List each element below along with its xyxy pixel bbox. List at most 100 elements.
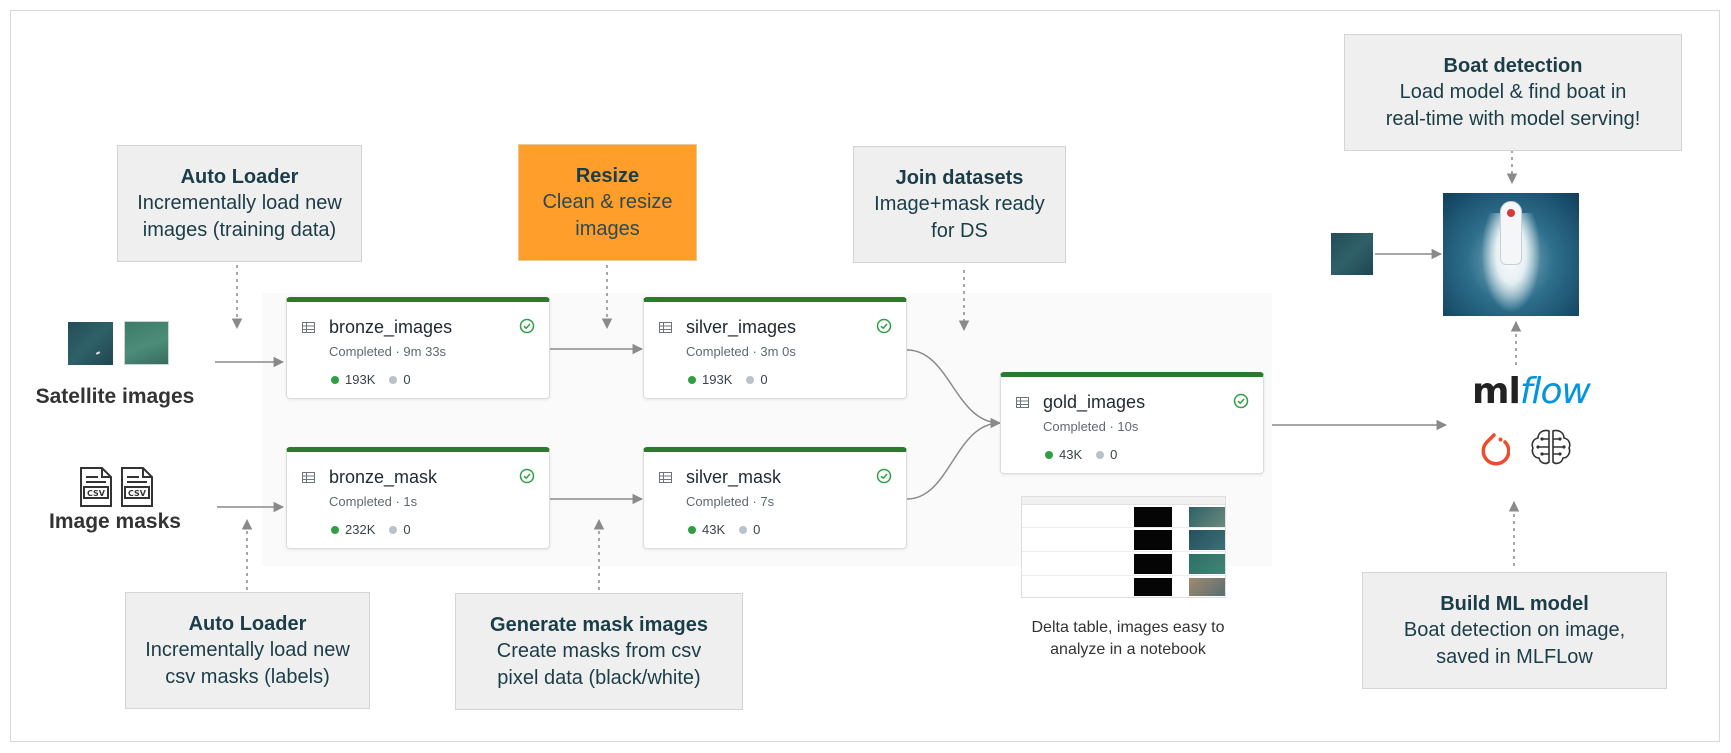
preview-mask xyxy=(1134,554,1172,574)
note-line: images xyxy=(575,217,640,240)
note-line: csv masks (labels) xyxy=(165,665,330,688)
node-name: bronze_images xyxy=(329,317,453,337)
node-name: gold_images xyxy=(1043,392,1146,412)
note-title: Generate mask images xyxy=(490,613,708,636)
preview-mask xyxy=(1134,507,1172,527)
preview-image xyxy=(1189,530,1225,550)
node-stats: 43K 0 xyxy=(1045,447,1117,462)
note-title: Join datasets xyxy=(895,166,1024,189)
rows-count: 193K xyxy=(345,372,376,387)
note-build-model: Build ML model Boat detection on image, … xyxy=(1362,572,1667,689)
sample-satellite-thumb xyxy=(1331,233,1373,275)
note-resize: Resize Clean & resize images xyxy=(518,144,697,261)
preview-rowline xyxy=(1022,551,1225,552)
rows-dot xyxy=(331,525,339,534)
dropped-count: 0 xyxy=(1110,447,1118,462)
node-gold-images[interactable]: gold_images Completed · 10s 43K 0 xyxy=(1000,372,1264,474)
note-line: Load model & find boat in xyxy=(1399,80,1627,103)
pytorch-icon xyxy=(1481,433,1510,466)
note-autoloader-images: Auto Loader Incrementally load new image… xyxy=(117,145,362,262)
dropped-count: 0 xyxy=(403,372,411,387)
preview-image xyxy=(1189,578,1225,596)
note-title: Build ML model xyxy=(1440,592,1589,615)
note-line: for DS xyxy=(931,219,988,242)
note-line: Incrementally load new xyxy=(145,638,350,661)
caption-line: Delta table, images easy to xyxy=(1031,619,1225,636)
svg-text:CSV: CSV xyxy=(87,489,106,498)
dropped-dot xyxy=(746,375,755,384)
rows-count: 43K xyxy=(702,522,726,537)
rows-dot xyxy=(688,525,696,534)
table-icon xyxy=(302,322,315,333)
caption-line: analyze in a notebook xyxy=(1050,641,1206,658)
check-circle-icon xyxy=(519,468,535,484)
mlflow-logo-flow: flow xyxy=(1519,371,1591,412)
boat-hull xyxy=(1500,201,1522,265)
dropped-count: 0 xyxy=(753,522,761,537)
satellite-thumb-2 xyxy=(124,321,169,365)
check-circle-icon xyxy=(519,318,535,334)
table-icon xyxy=(302,472,315,483)
node-status: Completed · 10s xyxy=(1043,419,1139,434)
note-line: Boat detection on image, xyxy=(1403,618,1626,641)
node-stats: 43K 0 xyxy=(688,522,760,537)
node-name: silver_images xyxy=(686,317,797,337)
note-title: Auto Loader xyxy=(188,612,307,635)
node-status: Completed · 7s xyxy=(686,494,775,509)
node-bronze-mask[interactable]: bronze_mask Completed · 1s 232K 0 xyxy=(286,447,550,549)
note-line: Incrementally load new xyxy=(137,191,342,214)
note-line: pixel data (black/white) xyxy=(497,666,701,689)
node-name: bronze_mask xyxy=(329,467,438,487)
rows-count: 193K xyxy=(702,372,733,387)
note-line: images (training data) xyxy=(142,218,337,241)
check-circle-icon xyxy=(1233,393,1249,409)
preview-mask xyxy=(1134,530,1172,550)
note-line: saved in MLFLow xyxy=(1436,645,1593,668)
table-icon xyxy=(659,322,672,333)
rows-dot xyxy=(1045,450,1053,459)
csv-file-icon: CSV xyxy=(121,467,153,507)
note-title: Boat detection xyxy=(1443,54,1583,77)
rows-dot xyxy=(331,375,339,384)
check-circle-icon xyxy=(876,318,892,334)
satellite-thumb-1 xyxy=(68,322,113,365)
check-circle-icon xyxy=(876,468,892,484)
table-icon xyxy=(1016,397,1029,408)
note-boat-detection: Boat detection Load model & find boat in… xyxy=(1344,34,1682,151)
preview-rowline xyxy=(1022,527,1225,528)
satellite-images-label: Satellite images xyxy=(35,385,195,408)
table-icon xyxy=(659,472,672,483)
boat-speck xyxy=(95,351,101,355)
note-generate-masks: Generate mask images Create masks from c… xyxy=(455,593,743,710)
dropped-dot xyxy=(389,525,398,534)
mlflow-logo: mlflow xyxy=(1472,371,1591,412)
dropped-dot xyxy=(389,375,398,384)
node-status: Completed · 1s xyxy=(329,494,418,509)
dropped-count: 0 xyxy=(403,522,411,537)
note-line: Clean & resize xyxy=(542,190,673,213)
csv-file-icon: CSV xyxy=(80,467,112,507)
delta-table-preview xyxy=(1021,496,1226,598)
note-line: Image+mask ready xyxy=(874,192,1045,215)
preview-rowline xyxy=(1022,575,1225,576)
preview-image xyxy=(1189,507,1225,527)
note-title: Auto Loader xyxy=(180,165,299,188)
dropped-dot xyxy=(1096,450,1105,459)
preview-image xyxy=(1189,554,1225,574)
image-masks-label: Image masks xyxy=(49,510,181,533)
brain-icon xyxy=(1531,429,1571,465)
preview-mask xyxy=(1134,578,1172,596)
note-line: real-time with model serving! xyxy=(1385,107,1641,130)
rows-count: 43K xyxy=(1059,447,1083,462)
preview-header xyxy=(1022,497,1225,505)
boat-marker xyxy=(1507,209,1515,217)
note-line: Create masks from csv xyxy=(496,639,702,662)
rows-count: 232K xyxy=(345,522,376,537)
dropped-dot xyxy=(739,525,748,534)
delta-table-caption: Delta table, images easy to analyze in a… xyxy=(1018,617,1238,661)
